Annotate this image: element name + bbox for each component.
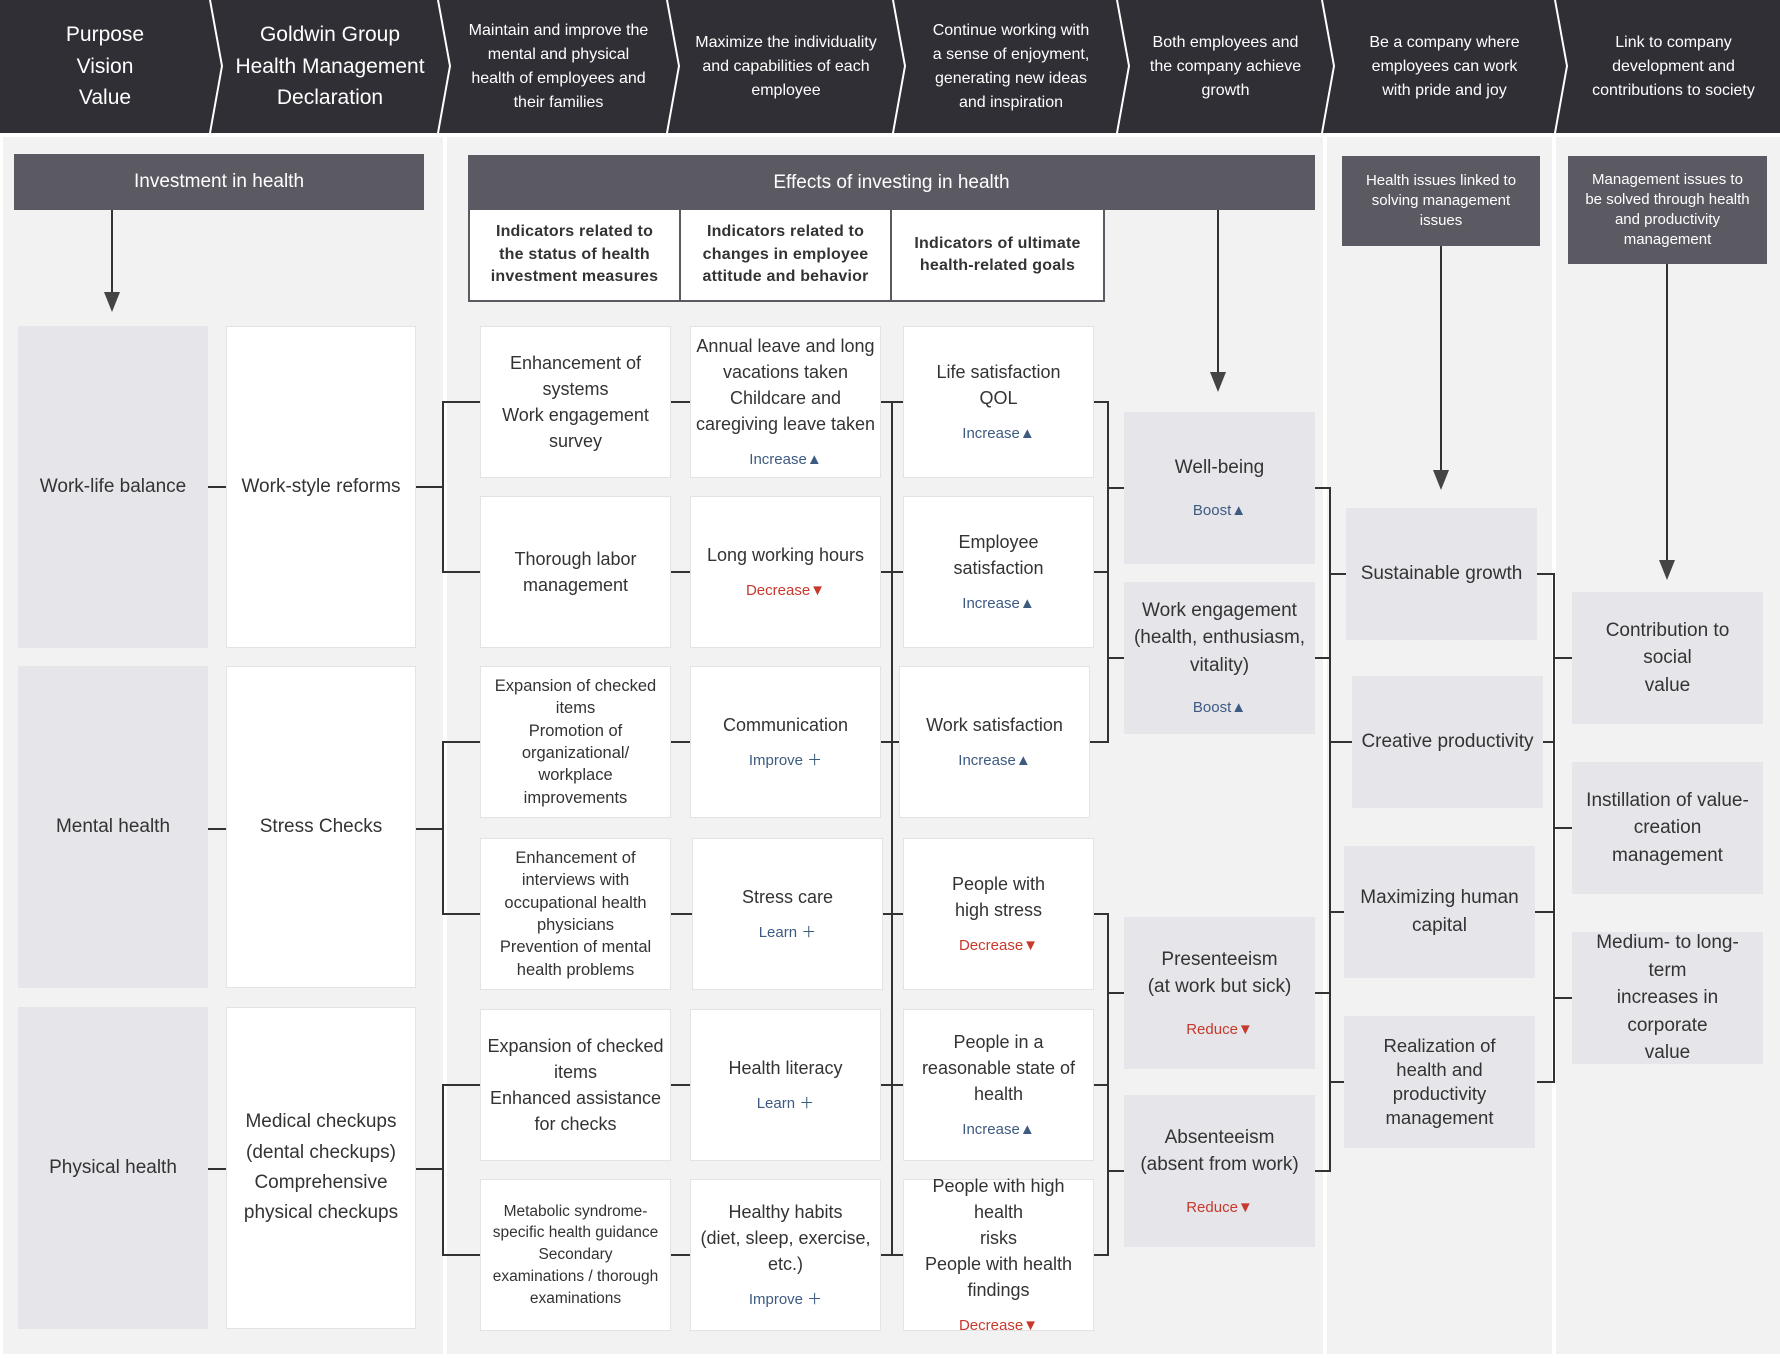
outcome-presenteeism: Presenteeism (at work but sick) Reduce▼	[1124, 917, 1315, 1069]
header-both-grow: Both employees and the company achieve g…	[1149, 33, 1302, 99]
header-purpose: Purpose Vision Value	[65, 23, 145, 110]
metric-label: Reduce▼	[1186, 1198, 1253, 1216]
status-indicator: Metabolic syndrome- specific health guid…	[480, 1179, 671, 1331]
metric-label: Boost▲	[1192, 501, 1247, 519]
indicator-header-ultimate: Indicators of ultimate health-related go…	[890, 208, 1105, 302]
attitude-indicator: Annual leave and long vacations taken Ch…	[690, 326, 881, 478]
outcome-text: Absenteeism (absent from work)	[1140, 1126, 1299, 1176]
metric-label: Increase▲	[962, 595, 1035, 613]
attitude-indicator: Long working hours Decrease▼	[690, 496, 881, 648]
indicator-text: Employee satisfaction	[953, 532, 1044, 579]
header-ribbon	[0, 0, 1780, 133]
area-physical-health: Physical health	[18, 1007, 208, 1329]
ultimate-indicator: Work satisfaction Increase▲	[899, 666, 1090, 818]
metric-label: Improve ＋	[748, 1291, 823, 1309]
header-pride-joy: Be a company where employees can work wi…	[1369, 33, 1520, 99]
outcome-text: Work engagement (health, enthusiasm, vit…	[1133, 599, 1306, 676]
metric-label: Decrease▼	[745, 582, 826, 600]
management-issue-corporate-value: Medium- to long-term increases in corpor…	[1572, 932, 1763, 1064]
indicator-text: Annual leave and long vacations taken Ch…	[695, 335, 876, 435]
ultimate-indicator: Life satisfaction QOL Increase▲	[903, 326, 1094, 478]
indicator-text: Work satisfaction	[926, 715, 1063, 736]
health-issue-realization: Realization of health and productivity m…	[1344, 1016, 1535, 1148]
metric-label: Boost▲	[1192, 699, 1247, 717]
outcome-text: Presenteeism (at work but sick)	[1147, 948, 1292, 998]
outcome-well-being: Well-being Boost▲	[1124, 412, 1315, 564]
ultimate-indicator: People with high stress Decrease▼	[903, 838, 1094, 990]
outcome-text: Well-being	[1174, 457, 1265, 479]
header-declaration: Goldwin Group Health Management Declarat…	[235, 23, 425, 110]
health-issues-title: Health issues linked to solving manageme…	[1342, 156, 1540, 246]
metric-label: Improve ＋	[748, 752, 823, 770]
metric-label: Increase▲	[962, 425, 1035, 443]
indicator-text: People with high stress	[951, 874, 1046, 921]
effects-title: Effects of investing in health	[468, 155, 1315, 210]
measure-medical-checkups: Medical checkups (dental checkups) Compr…	[226, 1007, 416, 1329]
status-indicator: Expansion of checked items Enhanced assi…	[480, 1009, 671, 1161]
health-issue-sustainable-growth: Sustainable growth	[1346, 508, 1537, 640]
indicator-header-status: Indicators related to the status of heal…	[468, 208, 681, 302]
indicator-header-attitude: Indicators related to changes in employe…	[679, 208, 892, 302]
ultimate-indicator: Employee satisfaction Increase▲	[903, 496, 1094, 648]
header-maximize-individuality: Maximize the individuality and capabilit…	[695, 33, 877, 99]
attitude-indicator: Health literacy Learn ＋	[690, 1009, 881, 1161]
status-indicator: Expansion of checked items Promotion of …	[480, 666, 671, 818]
status-indicator: Enhancement of systems Work engagement s…	[480, 326, 671, 478]
management-issue-social-value: Contribution to social value	[1572, 592, 1763, 724]
management-issues-title: Management issues to be solved through h…	[1568, 156, 1767, 264]
attitude-indicator: Communication Improve ＋	[690, 666, 881, 818]
header-maintain-health: Maintain and improve the mental and phys…	[468, 21, 649, 111]
status-indicator: Enhancement of interviews with occupatio…	[480, 838, 671, 990]
metric-label: Reduce▼	[1186, 1020, 1253, 1038]
health-issue-creative-productivity: Creative productivity	[1352, 676, 1543, 808]
indicator-text: Health literacy	[728, 1058, 843, 1079]
indicator-text: People with high health risks People wit…	[924, 1175, 1073, 1301]
management-issue-value-creation: Instillation of value- creation manageme…	[1572, 762, 1763, 894]
metric-label: Increase▲	[962, 1121, 1035, 1139]
metric-label: Learn ＋	[756, 1095, 815, 1113]
area-mental-health: Mental health	[18, 666, 208, 988]
investment-title: Investment in health	[14, 154, 424, 210]
indicator-text: Stress care	[741, 887, 834, 908]
attitude-indicator: Stress care Learn ＋	[692, 838, 883, 990]
header-society: Link to company development and contribu…	[1592, 33, 1755, 99]
area-work-life-balance: Work-life balance	[18, 326, 208, 648]
outcome-absenteeism: Absenteeism (absent from work) Reduce▼	[1124, 1095, 1315, 1247]
metric-label: Increase▲	[958, 752, 1031, 770]
header-continue-working: Continue working with a sense of enjoyme…	[932, 21, 1090, 111]
metric-label: Learn ＋	[758, 924, 817, 942]
outcome-work-engagement: Work engagement (health, enthusiasm, vit…	[1124, 582, 1315, 734]
health-issue-human-capital: Maximizing human capital	[1344, 846, 1535, 978]
management-issues-panel	[1556, 137, 1780, 1354]
indicator-text: People in a reasonable state of health	[921, 1031, 1076, 1105]
indicator-text: Communication	[722, 715, 849, 736]
metric-label: Decrease▼	[958, 937, 1039, 955]
indicator-text: Healthy habits (diet, sleep, exercise, e…	[700, 1201, 871, 1275]
indicator-text: Life satisfaction QOL	[936, 362, 1061, 409]
ultimate-indicator: People with high health risks People wit…	[903, 1176, 1094, 1334]
status-indicator: Thorough labor management	[480, 496, 671, 648]
ultimate-indicator: People in a reasonable state of health I…	[903, 1009, 1094, 1161]
measure-work-style-reforms: Work-style reforms	[226, 326, 416, 648]
metric-label: Increase▲	[749, 451, 822, 469]
measure-stress-checks: Stress Checks	[226, 666, 416, 988]
metric-label: Decrease▼	[958, 1317, 1039, 1335]
indicator-text: Long working hours	[706, 545, 865, 566]
attitude-indicator: Healthy habits (diet, sleep, exercise, e…	[690, 1179, 881, 1331]
